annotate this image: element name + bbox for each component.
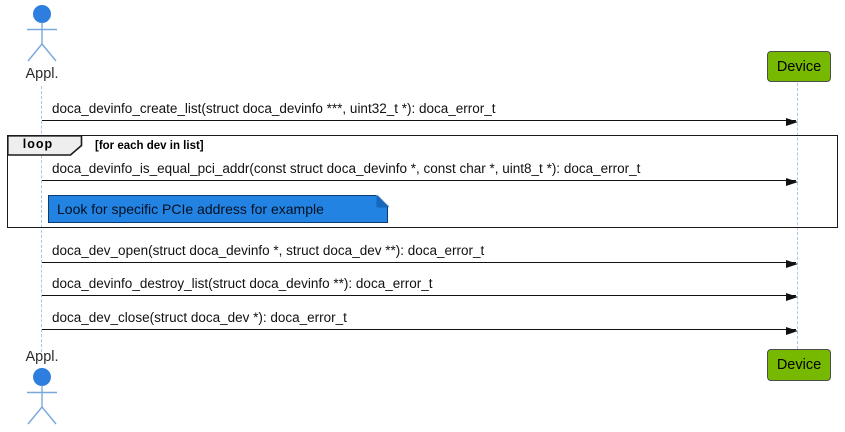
message-3-label: doca_dev_open(struct doca_devinfo *, str… bbox=[52, 243, 485, 258]
loop-fragment: loop [for each dev in list] bbox=[7, 135, 838, 228]
message-1-label: doca_devinfo_create_list(struct doca_dev… bbox=[52, 101, 496, 116]
actor-icon-bottom bbox=[27, 368, 57, 425]
message-3-line bbox=[42, 262, 796, 263]
message-5-arrowhead-icon bbox=[786, 327, 798, 335]
actor-label-appl-top: Appl. bbox=[25, 66, 59, 82]
actor-label-appl-bottom: Appl. bbox=[25, 349, 59, 365]
message-4: doca_devinfo_destroy_list(struct doca_de… bbox=[42, 276, 798, 301]
actor-icon-top bbox=[27, 5, 57, 62]
message-4-label: doca_devinfo_destroy_list(struct doca_de… bbox=[52, 276, 433, 291]
message-3: doca_dev_open(struct doca_devinfo *, str… bbox=[42, 243, 798, 268]
message-4-line bbox=[42, 295, 796, 296]
message-2: doca_devinfo_is_equal_pci_addr(const str… bbox=[42, 161, 798, 186]
message-1-line bbox=[42, 120, 796, 121]
note: Look for specific PCIe address for examp… bbox=[48, 194, 389, 223]
message-3-arrowhead-icon bbox=[786, 260, 798, 268]
message-5: doca_dev_close(struct doca_dev *): doca_… bbox=[42, 310, 798, 335]
message-2-line bbox=[42, 180, 796, 181]
message-1: doca_devinfo_create_list(struct doca_dev… bbox=[42, 101, 798, 126]
message-4-arrowhead-icon bbox=[786, 293, 798, 301]
lifeline-appl bbox=[41, 86, 42, 352]
loop-fragment-label-shape bbox=[7, 135, 83, 156]
note-text: Look for specific PCIe address for examp… bbox=[57, 201, 324, 217]
message-5-label: doca_dev_close(struct doca_dev *): doca_… bbox=[52, 310, 347, 325]
message-5-line bbox=[42, 329, 796, 330]
message-1-arrowhead-icon bbox=[786, 118, 798, 126]
lifeline-device bbox=[797, 83, 798, 349]
message-2-label: doca_devinfo_is_equal_pci_addr(const str… bbox=[52, 161, 641, 176]
loop-operator-label: loop bbox=[22, 137, 54, 151]
participant-device-bottom: Device bbox=[767, 349, 831, 381]
loop-condition-label: [for each dev in list] bbox=[95, 140, 204, 152]
message-2-arrowhead-icon bbox=[786, 178, 798, 186]
participant-device-top: Device bbox=[767, 51, 831, 82]
